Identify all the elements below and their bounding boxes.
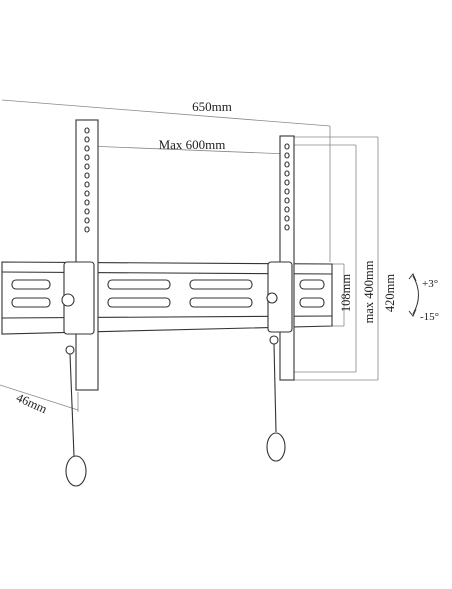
mount-hole [84, 163, 90, 170]
mount-hole [84, 127, 90, 134]
tilt-down-label: -15° [420, 311, 439, 323]
width-label: 650mm [192, 99, 232, 114]
rail-height-label: 108mm [339, 274, 353, 312]
mount-hole [84, 190, 90, 197]
mount-hole [84, 226, 90, 233]
tilt-up-label: +3° [422, 278, 438, 290]
mount-hole [284, 206, 290, 213]
tilt-down-arrow-icon [408, 308, 417, 317]
spacing-label: Max 600mm [159, 137, 226, 152]
mount-hole [284, 170, 290, 177]
mount-hole [284, 188, 290, 195]
mount-hole [284, 179, 290, 186]
width-dim-line [1, 99, 331, 127]
mount-hole [84, 136, 90, 143]
dimension-lines [0, 99, 379, 412]
mount-hole [284, 152, 290, 159]
left-arm [61, 119, 99, 487]
mount-hole [284, 224, 290, 231]
mount-hole [84, 154, 90, 161]
tilt-up-arrow-icon [408, 273, 417, 282]
mount-hole [284, 143, 290, 150]
mount-hole [84, 208, 90, 215]
mount-hole [284, 197, 290, 204]
mount-hole [84, 217, 90, 224]
spacing-dim-line [87, 145, 289, 155]
mount-hole [84, 172, 90, 179]
mount-hole [84, 199, 90, 206]
mount-hole [84, 145, 90, 152]
mount-hole [84, 181, 90, 188]
left-arm-holes [84, 127, 90, 233]
vesa-height-label: max 400mm [362, 260, 376, 323]
rail-slots [11, 279, 325, 308]
mount-hole [284, 161, 290, 168]
right-arm-holes [284, 143, 290, 231]
mount-hole [284, 215, 290, 222]
tilt-arc-icon [412, 275, 419, 315]
depth-dim-line [0, 384, 79, 411]
total-height-label: 420mm [383, 274, 397, 312]
tilt-indicator: +3° -15° [408, 273, 439, 323]
right-arm [266, 135, 295, 462]
depth-label: 46mm [14, 390, 49, 416]
